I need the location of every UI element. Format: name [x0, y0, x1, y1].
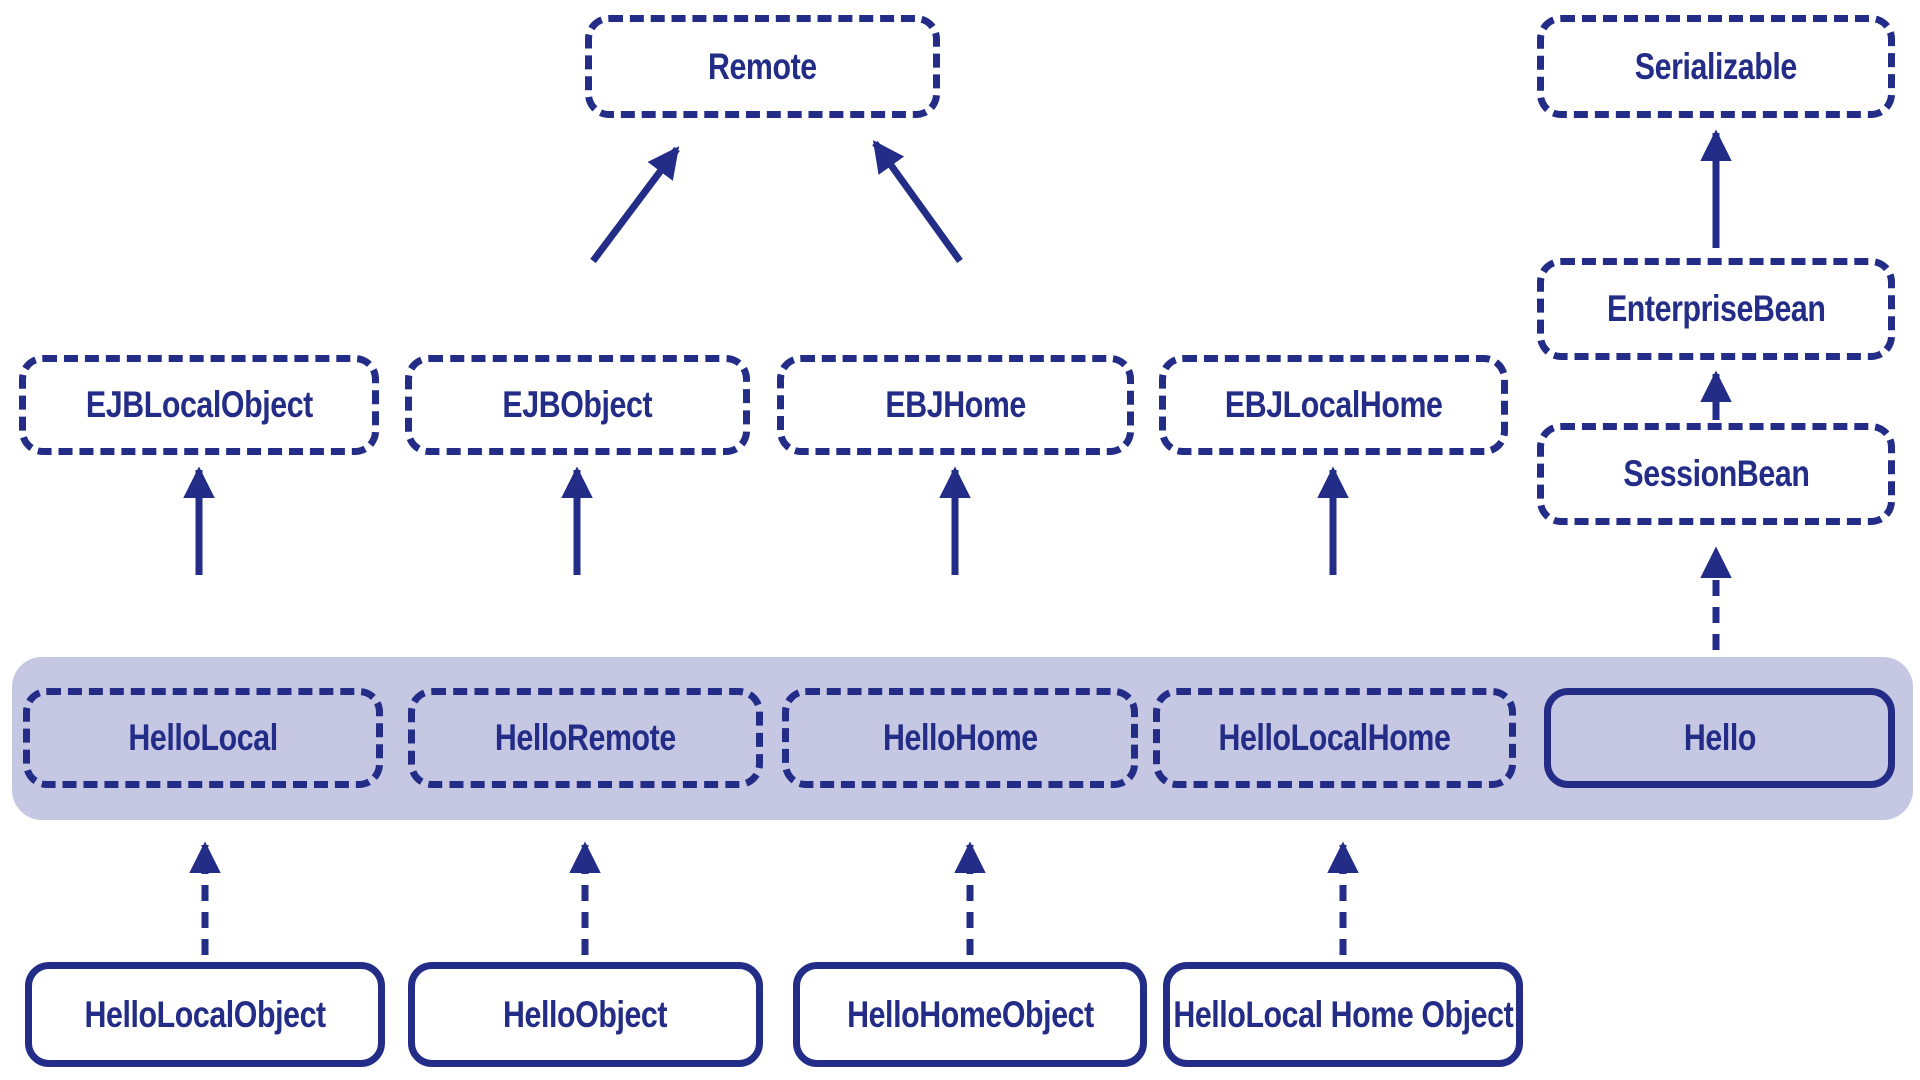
node-ebjlocalhome-label: EBJLocalHome	[1224, 384, 1443, 425]
node-enterprisebean: EnterpriseBean	[1537, 258, 1895, 360]
node-ejbobject-label: EJBObject	[502, 384, 653, 425]
node-ebjlocalhome: EBJLocalHome	[1159, 355, 1508, 455]
node-sessionbean-label: SessionBean	[1622, 453, 1810, 494]
node-ebjhome-label: EBJHome	[885, 384, 1026, 425]
edge-ejbobject-to-remote	[590, 146, 680, 264]
node-enterprisebean-label: EnterpriseBean	[1606, 288, 1826, 329]
node-ebjhome: EBJHome	[777, 355, 1134, 455]
node-hello: Hello	[1544, 688, 1895, 788]
node-hellolocalobject: HelloLocalObject	[25, 962, 385, 1067]
node-hellolocalhomeobject: HelloLocal Home Object	[1163, 962, 1523, 1067]
node-helloobject-label: HelloObject	[503, 993, 668, 1035]
node-hellolocal: HelloLocal	[23, 688, 383, 788]
node-hello-label: Hello	[1683, 717, 1756, 758]
node-sessionbean: SessionBean	[1537, 423, 1895, 525]
edge-ebjhome-to-remote	[872, 140, 963, 264]
node-hellohomeobject-label: HelloHomeObject	[846, 993, 1094, 1035]
highlight-band	[12, 657, 1913, 820]
node-hellolocalhomeobject-label: HelloLocal Home Object	[1173, 993, 1513, 1035]
node-helloobject: HelloObject	[408, 962, 763, 1067]
node-ejblocalobject: EJBLocalObject	[19, 355, 379, 455]
node-remote-label: Remote	[708, 45, 817, 87]
node-helloremote: HelloRemote	[408, 688, 763, 788]
node-serializable: Serializable	[1537, 15, 1895, 118]
node-serializable-label: Serializable	[1634, 45, 1798, 87]
node-remote: Remote	[585, 15, 940, 118]
node-ejbobject: EJBObject	[405, 355, 750, 455]
node-hellohome: HelloHome	[782, 688, 1138, 788]
node-hellolocalobject-label: HelloLocalObject	[84, 993, 326, 1035]
node-ejblocalobject-label: EJBLocalObject	[85, 384, 313, 425]
node-hellolocalhome: HelloLocalHome	[1153, 688, 1516, 788]
node-hellolocalhome-label: HelloLocalHome	[1218, 717, 1451, 758]
node-hellohome-label: HelloHome	[882, 717, 1038, 758]
node-hellolocal-label: HelloLocal	[128, 717, 278, 758]
node-hellohomeobject: HelloHomeObject	[793, 962, 1147, 1067]
node-helloremote-label: HelloRemote	[495, 717, 676, 758]
